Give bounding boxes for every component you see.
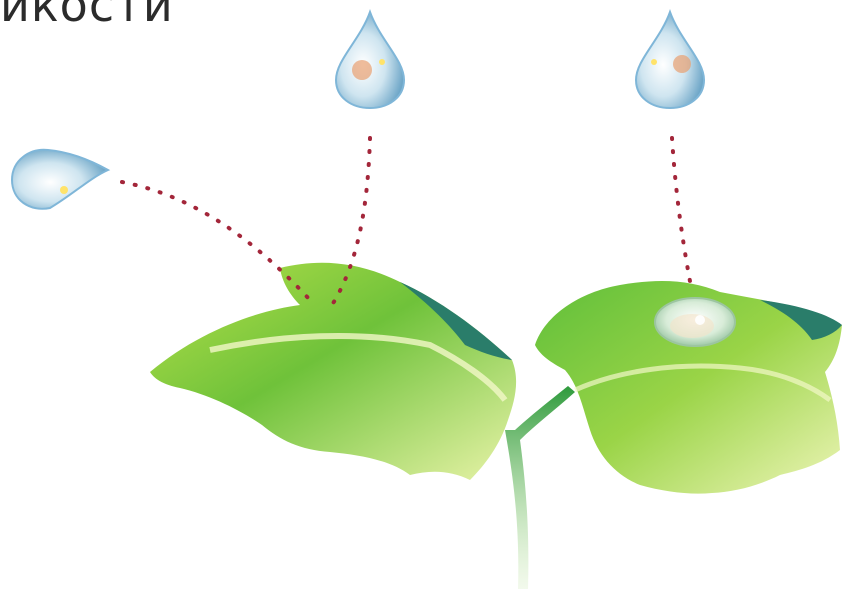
left-leaf — [150, 263, 516, 480]
water-drop-on-leaf — [655, 298, 735, 346]
water-drop-icon — [12, 150, 108, 209]
water-drop-icon — [636, 12, 704, 108]
water-drop-icon — [336, 12, 404, 108]
stem — [505, 386, 575, 589]
trajectory-right — [672, 138, 692, 292]
trajectory-left — [122, 182, 310, 300]
